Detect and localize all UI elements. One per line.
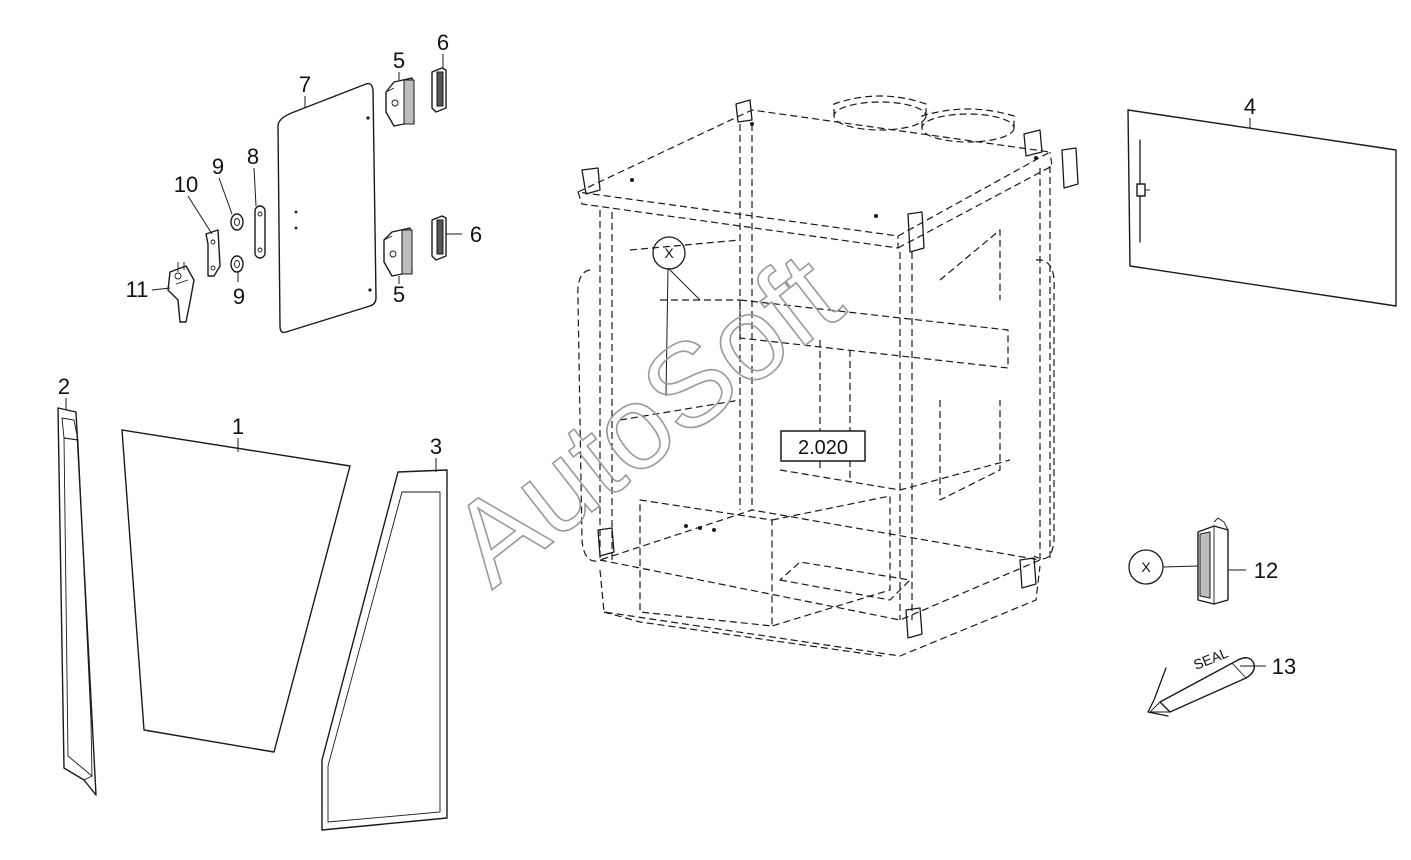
svg-text:2.020: 2.020 [798, 437, 848, 459]
part-10-bracket[interactable] [205, 229, 221, 277]
part-7-rear-glass[interactable] [277, 82, 377, 334]
part-9-washer-upper[interactable] [230, 213, 244, 231]
part-13-seal-kit[interactable]: SEAL [1147, 644, 1256, 717]
part-11-latch[interactable] [167, 262, 195, 323]
callout-3: 3 [430, 434, 442, 459]
callout-6-upper: 6 [437, 30, 449, 55]
callout-10: 10 [174, 172, 198, 197]
part-9-washer-lower[interactable] [230, 255, 244, 273]
callout-5-lower: 5 [393, 282, 405, 307]
svg-text:X: X [1141, 559, 1151, 575]
detail-marker-frame: X [652, 236, 686, 270]
part-4-front-glass[interactable] [1127, 109, 1397, 307]
callout-2: 2 [58, 374, 70, 399]
part-1-side-glass[interactable] [121, 429, 351, 753]
callout-5-upper: 5 [393, 48, 405, 73]
callout-12: 12 [1254, 558, 1278, 583]
callout-6-lower: 6 [470, 222, 482, 247]
callout-4: 4 [1244, 94, 1256, 119]
part-5-hinge-upper[interactable] [385, 77, 415, 127]
callout-7: 7 [299, 72, 311, 97]
part-3-door-glass[interactable] [321, 469, 448, 831]
part-2-narrow-glass[interactable] [57, 407, 97, 796]
svg-text:X: X [664, 245, 674, 261]
part-5-hinge-lower[interactable] [383, 227, 413, 277]
watermark: AutoSoft [427, 228, 865, 611]
callout-8: 8 [247, 144, 259, 169]
part-6-block-lower[interactable] [431, 215, 447, 261]
cab-frame-outline [577, 95, 1079, 657]
callout-11: 11 [126, 277, 149, 302]
part-12-rubber-profile[interactable] [1197, 517, 1229, 605]
callout-1: 1 [232, 414, 244, 439]
callout-9-lower: 9 [233, 284, 245, 309]
part-6-block-upper[interactable] [431, 67, 447, 113]
callout-9-upper: 9 [212, 154, 224, 179]
callout-leaders [65, 54, 1266, 667]
part-8-plate[interactable] [254, 205, 266, 259]
callout-13: 13 [1272, 654, 1296, 679]
detail-marker-profile: X [1128, 549, 1199, 585]
reference-box-2020[interactable]: 2.020 [780, 430, 866, 462]
